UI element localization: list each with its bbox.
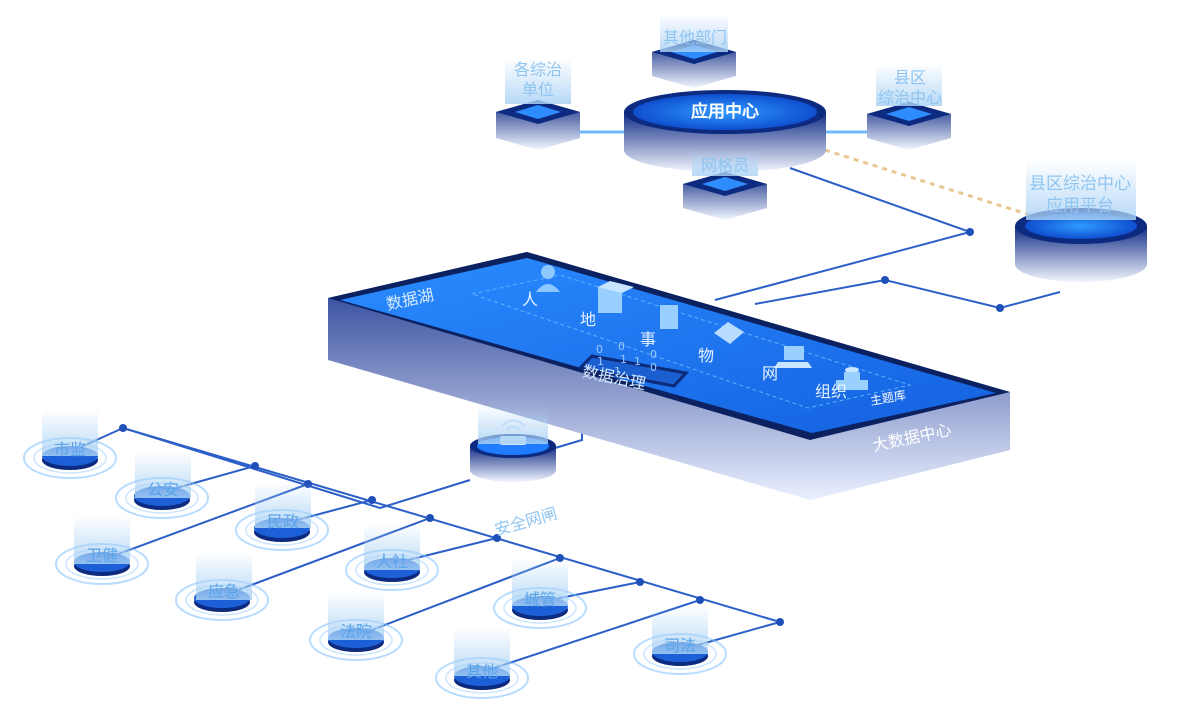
beam-grid-member: [692, 150, 758, 176]
building-icon: [598, 281, 634, 313]
binary-digit: 1: [634, 355, 641, 368]
beam-other-dept: [660, 14, 728, 52]
document-icon: [660, 305, 678, 329]
app-center-label: 应用中心: [691, 102, 759, 122]
units-node: [496, 100, 580, 150]
stack-icon: [836, 367, 868, 390]
county-center-label-line2: 综治中心: [877, 88, 942, 107]
department-label: 卫健: [85, 546, 118, 565]
governance-panel: [576, 354, 689, 388]
app-center-hub: [624, 90, 826, 172]
cube-icon: [714, 322, 744, 344]
platform-top-surface: [340, 258, 996, 433]
department-label: 其他: [465, 662, 498, 681]
beam-county-center: [876, 64, 942, 106]
department-trunk: [122, 427, 781, 623]
category-icons: [536, 265, 868, 390]
beam-gongan: [135, 452, 191, 498]
beam-sifa: [652, 606, 708, 654]
county-center-label-line1: 县区: [893, 68, 926, 87]
beam-county-platform: [1026, 160, 1136, 220]
beam-renshe: [364, 524, 420, 570]
small-nodes: [496, 40, 951, 220]
beam-shijian: [42, 410, 98, 456]
other-departments-label: 其他部门: [662, 28, 727, 47]
beam-chengguan: [512, 558, 568, 606]
beam-weijian: [74, 516, 130, 564]
category-object: 物: [698, 346, 715, 365]
department-label: 民政: [266, 512, 299, 531]
department-label: 市监: [53, 440, 86, 459]
units-label-line2: 单位: [521, 80, 554, 99]
department-label: 城管: [523, 590, 556, 609]
department-label: 应急: [207, 582, 240, 601]
binary-digit: 1: [614, 365, 621, 378]
department-label: 法院: [339, 622, 372, 641]
binary-digit: 1: [597, 355, 604, 368]
person-icon: [536, 265, 560, 292]
binary-digit: 0: [650, 361, 657, 374]
category-network: 网: [762, 364, 779, 383]
beam-qita: [454, 628, 510, 676]
category-person: 人: [522, 290, 539, 309]
county-platform-label-line2: 应用平台: [1046, 196, 1114, 216]
department-label: 司法: [663, 636, 696, 655]
category-land: 地: [580, 310, 597, 329]
beam-yingji: [196, 552, 252, 600]
topic-area-outline: [470, 274, 912, 409]
dashed-link-county-platform: [824, 148, 1031, 217]
category-organization: 组织: [815, 382, 848, 401]
binary-digit: 1: [620, 353, 627, 366]
binary-digit: 0: [618, 340, 625, 353]
grid-member-node: [683, 172, 767, 220]
binary-digit: 0: [650, 348, 657, 361]
county-platform-label-line1: 县区综治中心: [1029, 174, 1131, 194]
big-data-platform: [328, 252, 1010, 500]
county-center-node: [867, 102, 951, 150]
category-event: 事: [640, 330, 657, 349]
beam-fayuan: [328, 592, 384, 640]
beam-units: [505, 58, 571, 104]
grid-member-label: 网格员: [700, 156, 749, 175]
link-lake-to-county-platform: [754, 278, 1061, 310]
binary-digit: 0: [596, 343, 603, 356]
laptop-icon: [774, 346, 812, 368]
beam-minzheng: [255, 482, 311, 528]
app-center-top: [633, 94, 817, 130]
beam-gateway: [478, 404, 548, 444]
link-gateway-to-bus: [122, 427, 471, 510]
department-label: 人社: [375, 552, 408, 571]
department-label: 公安: [146, 480, 179, 499]
units-label-line1: 各综治: [513, 60, 562, 79]
